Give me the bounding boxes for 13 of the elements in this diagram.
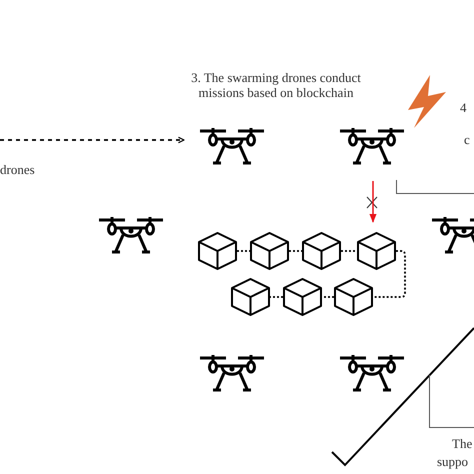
chain-link [341,250,357,252]
chain-link [289,250,302,252]
annotation-text: c [464,132,470,147]
chain-link [322,296,334,298]
annotation-text: drones [0,162,35,177]
annotation-text: 4 [460,100,466,115]
annotation-text: suppo [437,454,468,469]
annotation-text: 3. The swarming drones conduct missions based on blockchain [190,70,362,100]
chain-link [270,296,283,298]
arrow [0,136,185,144]
annotation-text: The [452,436,472,451]
arrow [369,181,377,223]
chain-link [237,250,250,252]
